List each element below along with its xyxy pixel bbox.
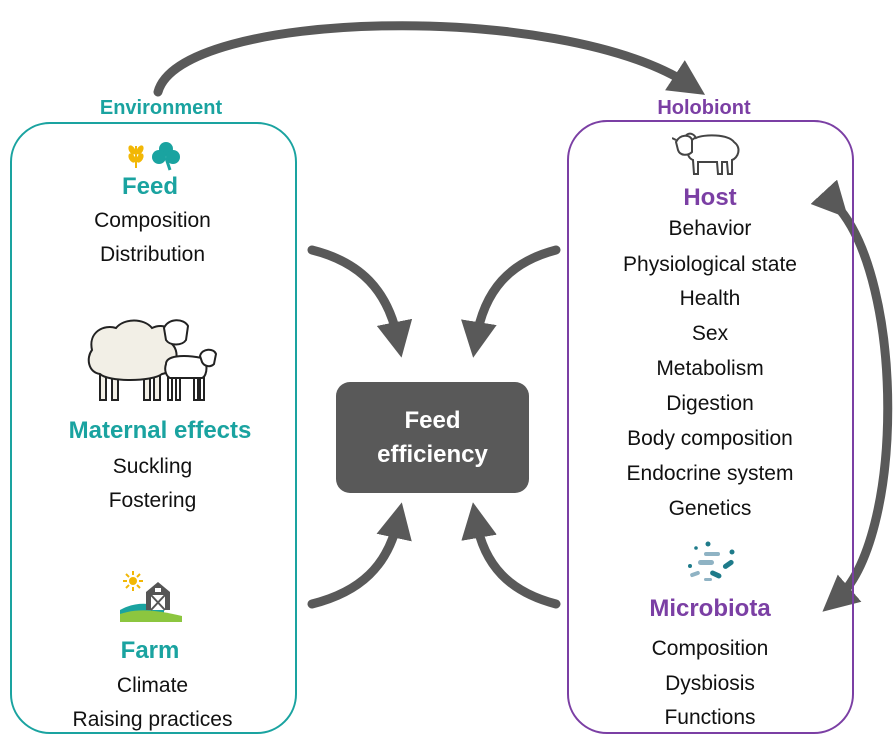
host-heading: Host	[683, 184, 737, 211]
host-item: Metabolism	[656, 357, 764, 380]
environment-label: Environment	[70, 97, 252, 120]
feed-efficiency-box: Feed efficiency	[336, 382, 529, 493]
holobiont-label: Holobiont	[628, 97, 780, 120]
host-item: Sex	[691, 322, 729, 345]
environment-panel	[10, 122, 297, 734]
microbiota-item: Composition	[651, 637, 769, 660]
farm-heading: Farm	[120, 637, 180, 664]
wheat-icon	[128, 145, 144, 168]
host-item: Body composition	[627, 427, 793, 450]
arrow-microbiota-to-efficiency	[461, 502, 561, 609]
arrow-environment-to-holobiont	[153, 21, 706, 97]
microbiota-heading: Microbiota	[649, 595, 771, 622]
feed-efficiency-line1: Feed	[404, 406, 461, 434]
host-item: Health	[679, 287, 741, 310]
bacteria-icon	[688, 541, 735, 581]
microbiota-item: Dysbiosis	[665, 672, 755, 695]
feed-item: Distribution	[99, 243, 206, 266]
feed-item: Composition	[94, 209, 211, 232]
maternal-effects-heading: Maternal effects	[68, 417, 252, 444]
ewe-and-lamb-icon	[87, 319, 218, 401]
arrow-feed-to-efficiency	[307, 245, 413, 358]
feed-efficiency-line2: efficiency	[377, 440, 488, 468]
host-item: Genetics	[668, 497, 752, 520]
host-item: Behavior	[668, 217, 752, 240]
maternal-item: Suckling	[112, 455, 193, 478]
arrow-host-to-efficiency	[461, 245, 561, 358]
sun-icon	[123, 571, 143, 591]
maternal-item: Fostering	[108, 489, 197, 512]
holobiont-panel	[567, 120, 854, 734]
farm-item: Climate	[116, 674, 189, 697]
host-item: Digestion	[666, 392, 754, 415]
farm-item: Raising practices	[72, 708, 233, 731]
barn-icon	[120, 582, 182, 622]
clover-icon	[152, 142, 180, 171]
feed-heading: Feed	[121, 173, 178, 200]
microbiota-item: Functions	[664, 706, 756, 729]
host-item: Physiological state	[623, 253, 797, 276]
arrow-farm-to-efficiency	[307, 502, 412, 609]
sheep-icon	[672, 132, 740, 175]
arrow-host-microbiota-bidirectional	[810, 179, 893, 612]
host-item: Endocrine system	[626, 462, 794, 485]
